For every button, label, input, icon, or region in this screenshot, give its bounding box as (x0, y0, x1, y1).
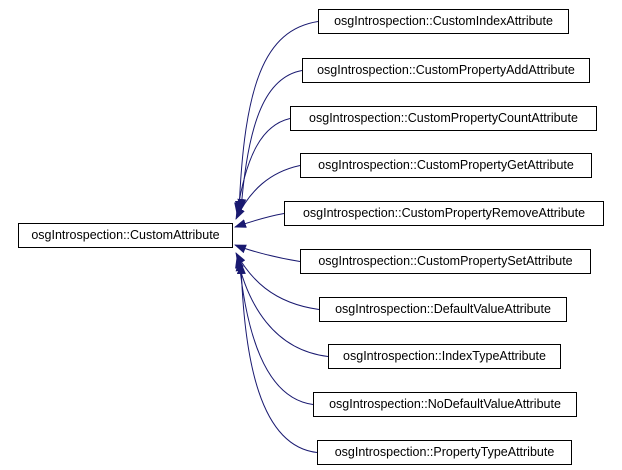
edge-group (234, 21, 329, 453)
class-node-custom-attribute[interactable]: osgIntrospection::CustomAttribute (18, 223, 233, 248)
inheritance-edge-property-add (237, 70, 303, 211)
inheritance-edge-custom-index (234, 21, 319, 213)
class-node-index-type-attribute[interactable]: osgIntrospection::IndexTypeAttribute (328, 344, 561, 369)
inheritance-edge-property-set (234, 244, 301, 262)
class-node-custom-index-attribute[interactable]: osgIntrospection::CustomIndexAttribute (318, 9, 569, 34)
inheritance-edge-property-count (234, 118, 291, 215)
class-node-custom-property-remove-attribute[interactable]: osgIntrospection::CustomPropertyRemoveAt… (284, 201, 604, 226)
class-node-custom-property-get-attribute[interactable]: osgIntrospection::CustomPropertyGetAttri… (300, 153, 592, 178)
class-node-default-value-attribute[interactable]: osgIntrospection::DefaultValueAttribute (319, 297, 567, 322)
inheritance-edge-property-get (235, 165, 301, 220)
class-node-property-type-attribute[interactable]: osgIntrospection::PropertyTypeAttribute (317, 440, 572, 465)
class-node-custom-property-set-attribute[interactable]: osgIntrospection::CustomPropertySetAttri… (300, 249, 591, 274)
class-node-no-default-value-attribute[interactable]: osgIntrospection::NoDefaultValueAttribut… (313, 392, 577, 417)
class-node-custom-property-add-attribute[interactable]: osgIntrospection::CustomPropertyAddAttri… (302, 58, 590, 83)
inheritance-edge-property-type (236, 262, 318, 453)
inheritance-edge-property-remove (234, 213, 285, 228)
class-node-custom-property-count-attribute[interactable]: osgIntrospection::CustomPropertyCountAtt… (290, 106, 597, 131)
